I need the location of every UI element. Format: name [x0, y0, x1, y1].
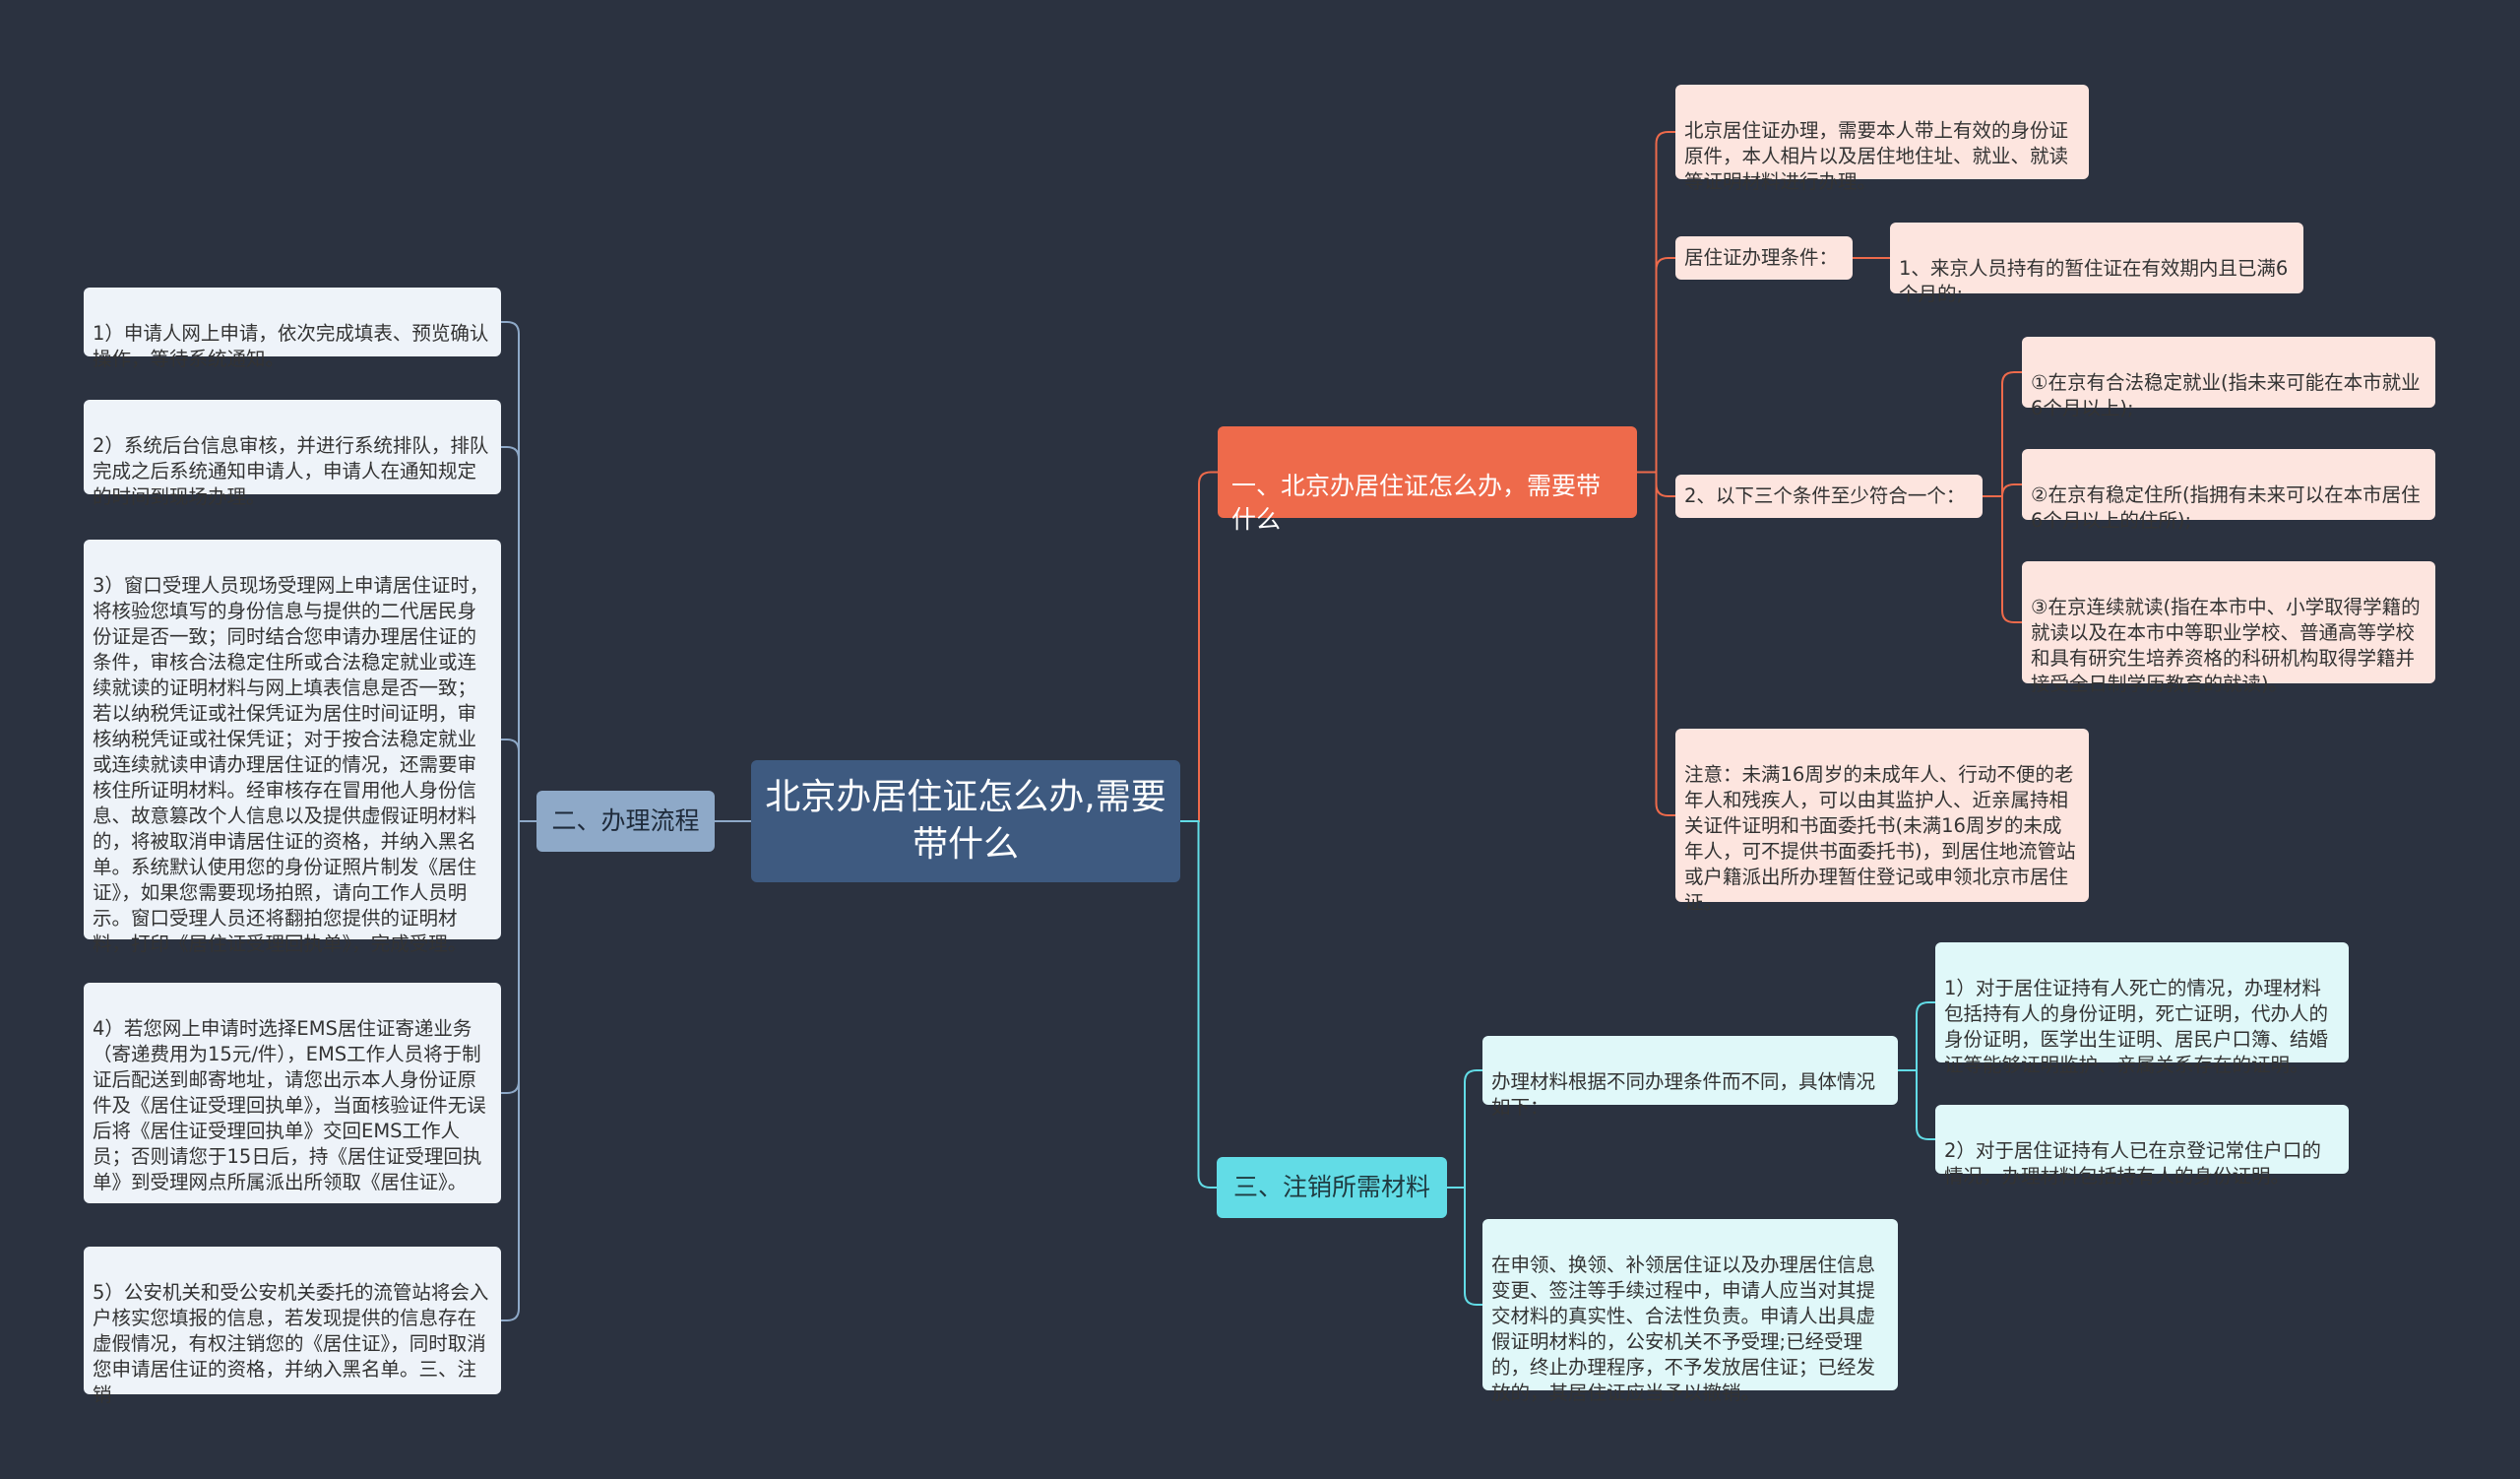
condition-1[interactable]: 1、来京人员持有的暂住证在有效期内且已满6个月的; — [1890, 223, 2303, 305]
apply-note-text: 注意：未满16周岁的未成年人、行动不便的老年人和残疾人，可以由其监护人、近亲属持… — [1684, 763, 2076, 914]
sub-condition-employment[interactable]: ①在京有合法稳定就业(指未来可能在本市就业6个月以上); — [2022, 337, 2435, 419]
branch-process-label: 二、办理流程 — [551, 806, 700, 835]
condition-1-text: 1、来京人员持有的暂住证在有效期内且已满6个月的; — [1899, 257, 2289, 305]
root-topic-label: 北京办居住证怎么办,需要带什么 — [765, 777, 1166, 865]
link-apply-conditions-label — [1637, 257, 1675, 474]
root-topic[interactable]: 北京办居住证怎么办,需要带什么 — [751, 760, 1180, 882]
link-process-process-step-3 — [501, 739, 536, 822]
link-process-process-step-2 — [501, 446, 536, 822]
process-step-5-text: 5）公安机关和受公安机关委托的流管站将会入户核实您填报的信息，若发现提供的信息存… — [93, 1281, 489, 1406]
process-step-5[interactable]: 5）公安机关和受公安机关委托的流管站将会入户核实您填报的信息，若发现提供的信息存… — [84, 1247, 501, 1406]
process-step-4-text: 4）若您网上申请时选择EMS居住证寄递业务（寄递费用为15元/件），EMS工作人… — [93, 1017, 486, 1193]
sub-condition-residence[interactable]: ②在京有稳定住所(指拥有未来可以在本市居住6个月以上的住所); — [2022, 449, 2435, 532]
cancel-materials-label[interactable]: 办理材料根据不同办理条件而不同，具体情况如下： — [1482, 1036, 1898, 1119]
conditions-label[interactable]: 居住证办理条件： — [1675, 236, 1853, 280]
cancel-note[interactable]: 在申领、换领、补领居住证以及办理居住信息变更、签注等手续过程中，申请人应当对其提… — [1482, 1219, 1898, 1404]
cancel-case-registered[interactable]: 2）对于居住证持有人已在京登记常住户口的情况，办理材料包括持有人的身份证明。 — [1935, 1105, 2349, 1188]
sub-condition-study[interactable]: ③在京连续就读(指在本市中、小学取得学籍的就读以及在本市中等职业学校、普通高等学… — [2022, 561, 2435, 695]
sub-condition-employment-text: ①在京有合法稳定就业(指未来可能在本市就业6个月以上); — [2031, 371, 2421, 419]
process-step-3-text: 3）窗口受理人员现场受理网上申请居住证时，将核验您填写的身份信息与提供的二代居民… — [93, 574, 489, 955]
link-root-cancel — [1180, 820, 1217, 1189]
branch-process[interactable]: 二、办理流程 — [536, 791, 715, 852]
link-cond2-sub-condition-study — [1983, 495, 2022, 623]
process-step-3[interactable]: 3）窗口受理人员现场受理网上申请居住证时，将核验您填写的身份信息与提供的二代居民… — [84, 540, 501, 955]
link-apply-apply-intro — [1637, 131, 1675, 474]
link-root-apply — [1180, 471, 1218, 822]
conditions-label-text: 居住证办理条件： — [1684, 246, 1839, 269]
process-step-4[interactable]: 4）若您网上申请时选择EMS居住证寄递业务（寄递费用为15元/件），EMS工作人… — [84, 983, 501, 1203]
apply-intro[interactable]: 北京居住证办理，需要本人带上有效的身份证原件，本人相片以及居住地住址、就业、就读… — [1675, 85, 2089, 193]
apply-intro-text: 北京居住证办理，需要本人带上有效的身份证原件，本人相片以及居住地住址、就业、就读… — [1684, 119, 2069, 193]
link-apply-apply-note — [1637, 471, 1675, 816]
condition-2-label-text: 2、以下三个条件至少符合一个： — [1684, 484, 1966, 507]
branch-cancel[interactable]: 三、注销所需材料 — [1217, 1157, 1447, 1218]
branch-apply[interactable]: 一、北京办居住证怎么办，需要带什么 — [1218, 426, 1637, 534]
process-step-1-text: 1）申请人网上申请，依次完成填表、预览确认操作，等待系统通知。 — [93, 322, 489, 370]
link-process-process-step-5 — [501, 820, 536, 1321]
cancel-case-registered-text: 2）对于居住证持有人已在京登记常住户口的情况，办理材料包括持有人的身份证明。 — [1944, 1139, 2321, 1188]
link-materials-cancel-case-registered — [1898, 1069, 1935, 1140]
sub-condition-residence-text: ②在京有稳定住所(指拥有未来可以在本市居住6个月以上的住所); — [2031, 483, 2421, 532]
branch-apply-label: 一、北京办居住证怎么办，需要带什么 — [1231, 472, 1602, 534]
link-cancel-cancel-note — [1447, 1187, 1482, 1306]
link-materials-cancel-case-death — [1898, 1001, 1935, 1071]
condition-2-label[interactable]: 2、以下三个条件至少符合一个： — [1675, 475, 1983, 518]
cancel-case-death[interactable]: 1）对于居住证持有人死亡的情况，办理材料包括持有人的身份证明，死亡证明，代办人的… — [1935, 942, 2349, 1076]
cancel-case-death-text: 1）对于居住证持有人死亡的情况，办理材料包括持有人的身份证明，死亡证明，代办人的… — [1944, 977, 2329, 1076]
link-cancel-cancel-materials-label — [1447, 1069, 1482, 1189]
process-step-2[interactable]: 2）系统后台信息审核，并进行系统排队，排队完成之后系统通知申请人，申请人在通知规… — [84, 400, 501, 508]
branch-cancel-label: 三、注销所需材料 — [1232, 1173, 1430, 1201]
process-step-1[interactable]: 1）申请人网上申请，依次完成填表、预览确认操作，等待系统通知。 — [84, 288, 501, 370]
process-step-2-text: 2）系统后台信息审核，并进行系统排队，排队完成之后系统通知申请人，申请人在通知规… — [93, 434, 489, 508]
link-cond2-sub-condition-employment — [1983, 371, 2022, 497]
cancel-note-text: 在申领、换领、补领居住证以及办理居住信息变更、签注等手续过程中，申请人应当对其提… — [1491, 1254, 1876, 1404]
cancel-materials-label-text: 办理材料根据不同办理条件而不同，具体情况如下： — [1491, 1070, 1876, 1119]
link-process-process-step-1 — [501, 321, 536, 822]
sub-condition-study-text: ③在京连续就读(指在本市中、小学取得学籍的就读以及在本市中等职业学校、普通高等学… — [2031, 596, 2421, 695]
apply-note[interactable]: 注意：未满16周岁的未成年人、行动不便的老年人和残疾人，可以由其监护人、近亲属持… — [1675, 729, 2089, 914]
